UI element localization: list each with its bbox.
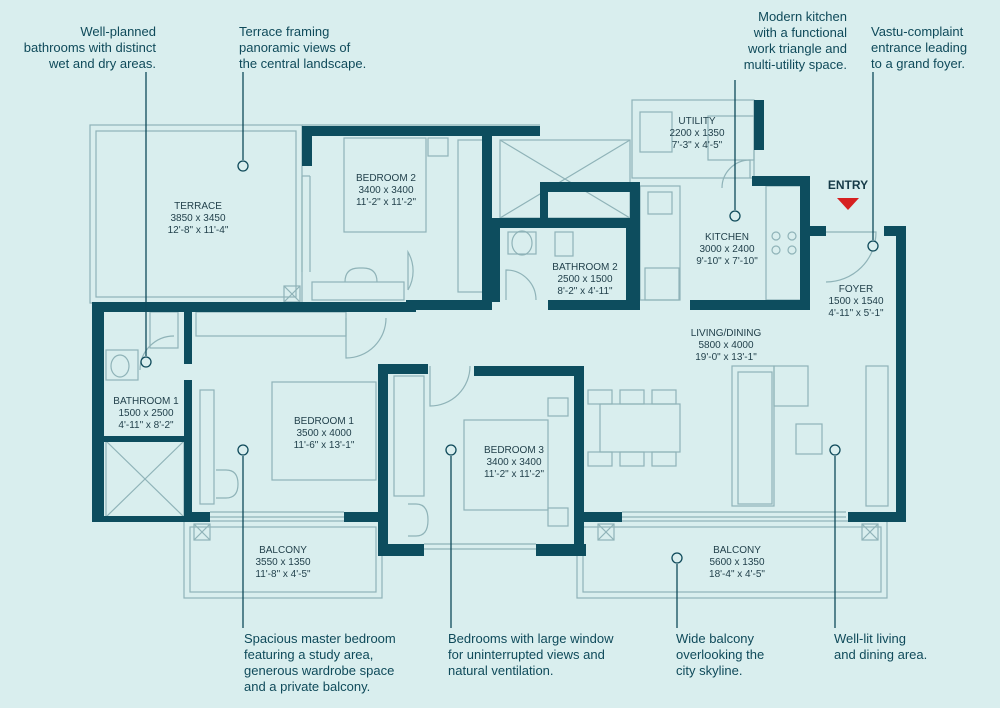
- foyer-imperial: 4'-11" x 5'-1": [828, 308, 884, 319]
- thin-outlines: [89, 99, 889, 599]
- bathroom2-imperial: 8'-2" x 4'-11": [557, 286, 613, 297]
- bathroom2-name: BATHROOM 2: [552, 262, 618, 273]
- utility-name: UTILITY: [678, 116, 716, 127]
- bathroom1-name: BATHROOM 1: [113, 396, 179, 407]
- bedroom3-metric: 3400 x 3400: [486, 457, 541, 468]
- utility-metric: 2200 x 1350: [669, 128, 724, 139]
- utility-imperial: 7'-3" x 4'-5": [672, 140, 723, 151]
- kitchen-name: KITCHEN: [705, 232, 749, 243]
- balcony1-name: BALCONY: [259, 545, 307, 556]
- terrace-metric: 3850 x 3450: [170, 213, 225, 224]
- callout-entrance: Vastu-complaint entrance leading to a gr…: [871, 24, 968, 71]
- kitchen-metric: 3000 x 2400: [699, 244, 754, 255]
- bathroom1-metric: 1500 x 2500: [118, 408, 173, 419]
- kitchen-imperial: 9'-10" x 7'-10": [696, 256, 758, 267]
- foyer-name: FOYER: [839, 284, 873, 295]
- foyer-metric: 1500 x 1540: [828, 296, 883, 307]
- entry-arrow-icon: [837, 198, 859, 210]
- bedroom2-imperial: 11'-2" x 11'-2": [356, 197, 416, 208]
- entry-label: ENTRY: [828, 178, 868, 192]
- callout-living: Well-lit living and dining area.: [834, 631, 928, 662]
- callout-terrace: Terrace framing panoramic views of the c…: [239, 24, 367, 71]
- living-metric: 5800 x 4000: [698, 340, 753, 351]
- bedroom2-metric: 3400 x 3400: [358, 185, 413, 196]
- terrace-imperial: 12'-8" x 11'-4": [168, 225, 229, 236]
- walls: [92, 100, 906, 556]
- callout-bathrooms: Well-planned bathrooms with distinct wet…: [23, 24, 156, 71]
- balcony2-metric: 5600 x 1350: [709, 557, 764, 568]
- living-imperial: 19'-0" x 13'-1": [695, 352, 757, 363]
- room-labels: TERRACE 3850 x 3450 12'-8" x 11'-4" BEDR…: [113, 116, 884, 580]
- balcony1-metric: 3550 x 1350: [255, 557, 310, 568]
- callout-windows: Bedrooms with large window for uninterru…: [448, 631, 614, 678]
- bedroom2-name: BEDROOM 2: [356, 173, 416, 184]
- terrace-name: TERRACE: [174, 201, 222, 212]
- bathroom2-metric: 2500 x 1500: [557, 274, 612, 285]
- bedroom1-imperial: 11'-6" x 13'-1": [294, 440, 355, 451]
- bedroom1-metric: 3500 x 4000: [296, 428, 351, 439]
- living-name: LIVING/DINING: [691, 328, 762, 339]
- balcony2-name: BALCONY: [713, 545, 761, 556]
- bedroom3-imperial: 11'-2" x 11'-2": [484, 469, 544, 480]
- callout-master-bedroom: Spacious master bedroom featuring a stud…: [244, 631, 396, 694]
- bathroom1-imperial: 4'-11" x 8'-2": [118, 420, 174, 431]
- callout-leaders: [140, 72, 879, 628]
- balcony2-imperial: 18'-4" x 4'-5": [709, 569, 765, 580]
- balcony1-imperial: 11'-8" x 4'-5": [255, 569, 311, 580]
- callout-balcony: Wide balcony overlooking the city skylin…: [676, 631, 765, 678]
- callout-kitchen: Modern kitchen with a functional work tr…: [743, 9, 847, 72]
- bedroom1-name: BEDROOM 1: [294, 416, 354, 427]
- bedroom3-name: BEDROOM 3: [484, 445, 544, 456]
